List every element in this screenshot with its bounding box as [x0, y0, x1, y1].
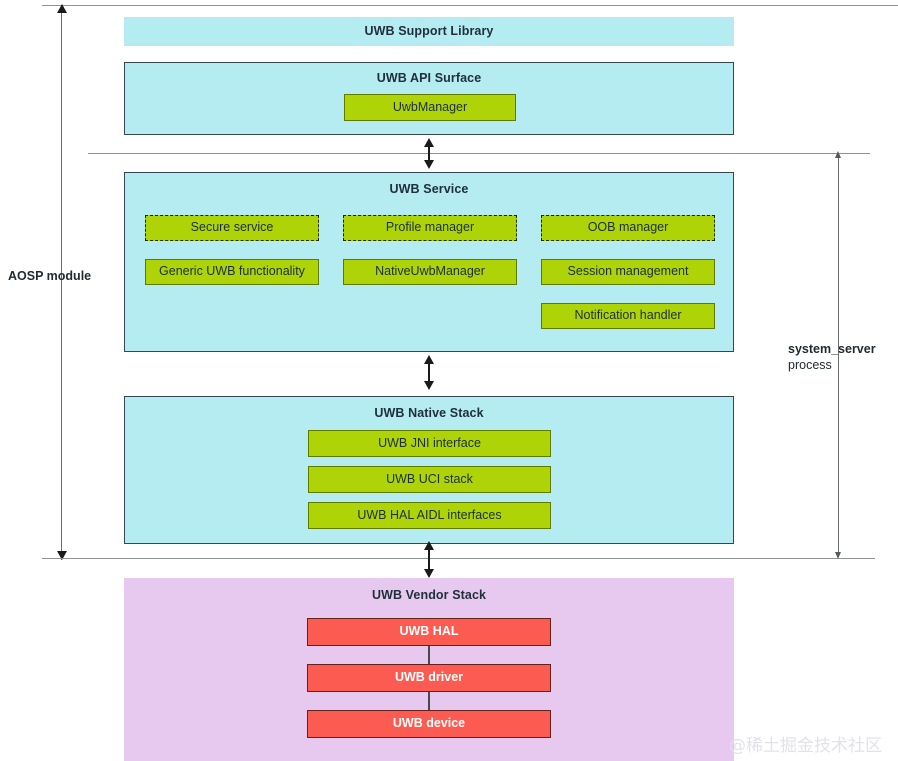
native-vendor-separator	[42, 558, 875, 559]
system-server-bracket-arrow-bottom-icon	[835, 552, 841, 559]
layer-uwb-support-library[interactable]: UWB Support Library	[124, 17, 734, 46]
system-server-label-line2: process	[788, 357, 832, 372]
node-notification-handler[interactable]: Notification handler	[541, 303, 715, 329]
arrow-api-to-service-shaft	[427, 143, 430, 165]
node-uwb-manager[interactable]: UwbManager	[344, 94, 516, 121]
arrow-driver-to-device-shaft	[428, 692, 430, 716]
node-native-uwb-manager[interactable]: NativeUwbManager	[343, 259, 517, 285]
node-profile-manager[interactable]: Profile manager	[343, 215, 517, 241]
aosp-module-label-text: AOSP module	[8, 269, 92, 283]
arrow-api-to-service-up-icon	[423, 138, 434, 147]
arrow-hal-to-driver-shaft	[428, 646, 430, 670]
layer-uwb-api-surface[interactable]: UWB API Surface UwbManager	[124, 62, 734, 135]
node-secure-service[interactable]: Secure service	[145, 215, 319, 241]
arrow-service-to-native-shaft	[427, 360, 430, 386]
layer-title-uwb-api-surface: UWB API Surface	[376, 71, 482, 85]
arrow-native-to-vendor-shaft	[427, 546, 430, 574]
node-uwb-hal-aidl-interfaces[interactable]: UWB HAL AIDL interfaces	[308, 502, 551, 529]
aosp-bracket-line	[61, 8, 63, 560]
node-uwb-uci-stack[interactable]: UWB UCI stack	[308, 466, 551, 493]
node-generic-uwb-functionality[interactable]: Generic UWB functionality	[145, 259, 319, 285]
api-service-separator	[88, 153, 870, 154]
aosp-bracket-arrow-top-icon	[57, 4, 67, 13]
system-server-label-line1: system_server	[788, 342, 876, 356]
watermark: @稀土掘金技术社区	[729, 736, 882, 756]
layer-uwb-vendor-stack[interactable]: UWB Vendor Stack UWB HAL UWB driver UWB …	[124, 578, 734, 761]
system-server-bracket-line	[838, 156, 840, 556]
arrow-native-to-vendor-up-icon	[423, 541, 434, 550]
system-server-label: system_server process	[788, 342, 898, 373]
node-oob-manager[interactable]: OOB manager	[541, 215, 715, 241]
node-uwb-device[interactable]: UWB device	[307, 710, 551, 738]
layer-uwb-service[interactable]: UWB Service Secure service Generic UWB f…	[124, 172, 734, 352]
top-rule	[42, 5, 898, 6]
layer-title-uwb-native-stack: UWB Native Stack	[374, 406, 484, 420]
node-uwb-driver[interactable]: UWB driver	[307, 664, 551, 692]
node-uwb-jni-interface[interactable]: UWB JNI interface	[308, 430, 551, 457]
layer-title-uwb-support-library: UWB Support Library	[364, 24, 494, 38]
layer-uwb-native-stack[interactable]: UWB Native Stack UWB JNI interface UWB U…	[124, 396, 734, 544]
layer-title-uwb-service: UWB Service	[389, 182, 469, 196]
arrow-service-to-native-down-icon	[423, 381, 434, 390]
arrow-native-to-vendor-down-icon	[423, 569, 434, 578]
arrow-service-to-native-up-icon	[423, 355, 434, 364]
layer-title-uwb-vendor-stack: UWB Vendor Stack	[371, 588, 487, 602]
arrow-api-to-service-down-icon	[423, 160, 434, 169]
aosp-bracket-arrow-bottom-icon	[57, 551, 67, 560]
system-server-bracket-arrow-top-icon	[835, 151, 841, 158]
node-uwb-hal[interactable]: UWB HAL	[307, 618, 551, 646]
node-session-management[interactable]: Session management	[541, 259, 715, 285]
aosp-module-label: AOSP module	[8, 269, 118, 283]
